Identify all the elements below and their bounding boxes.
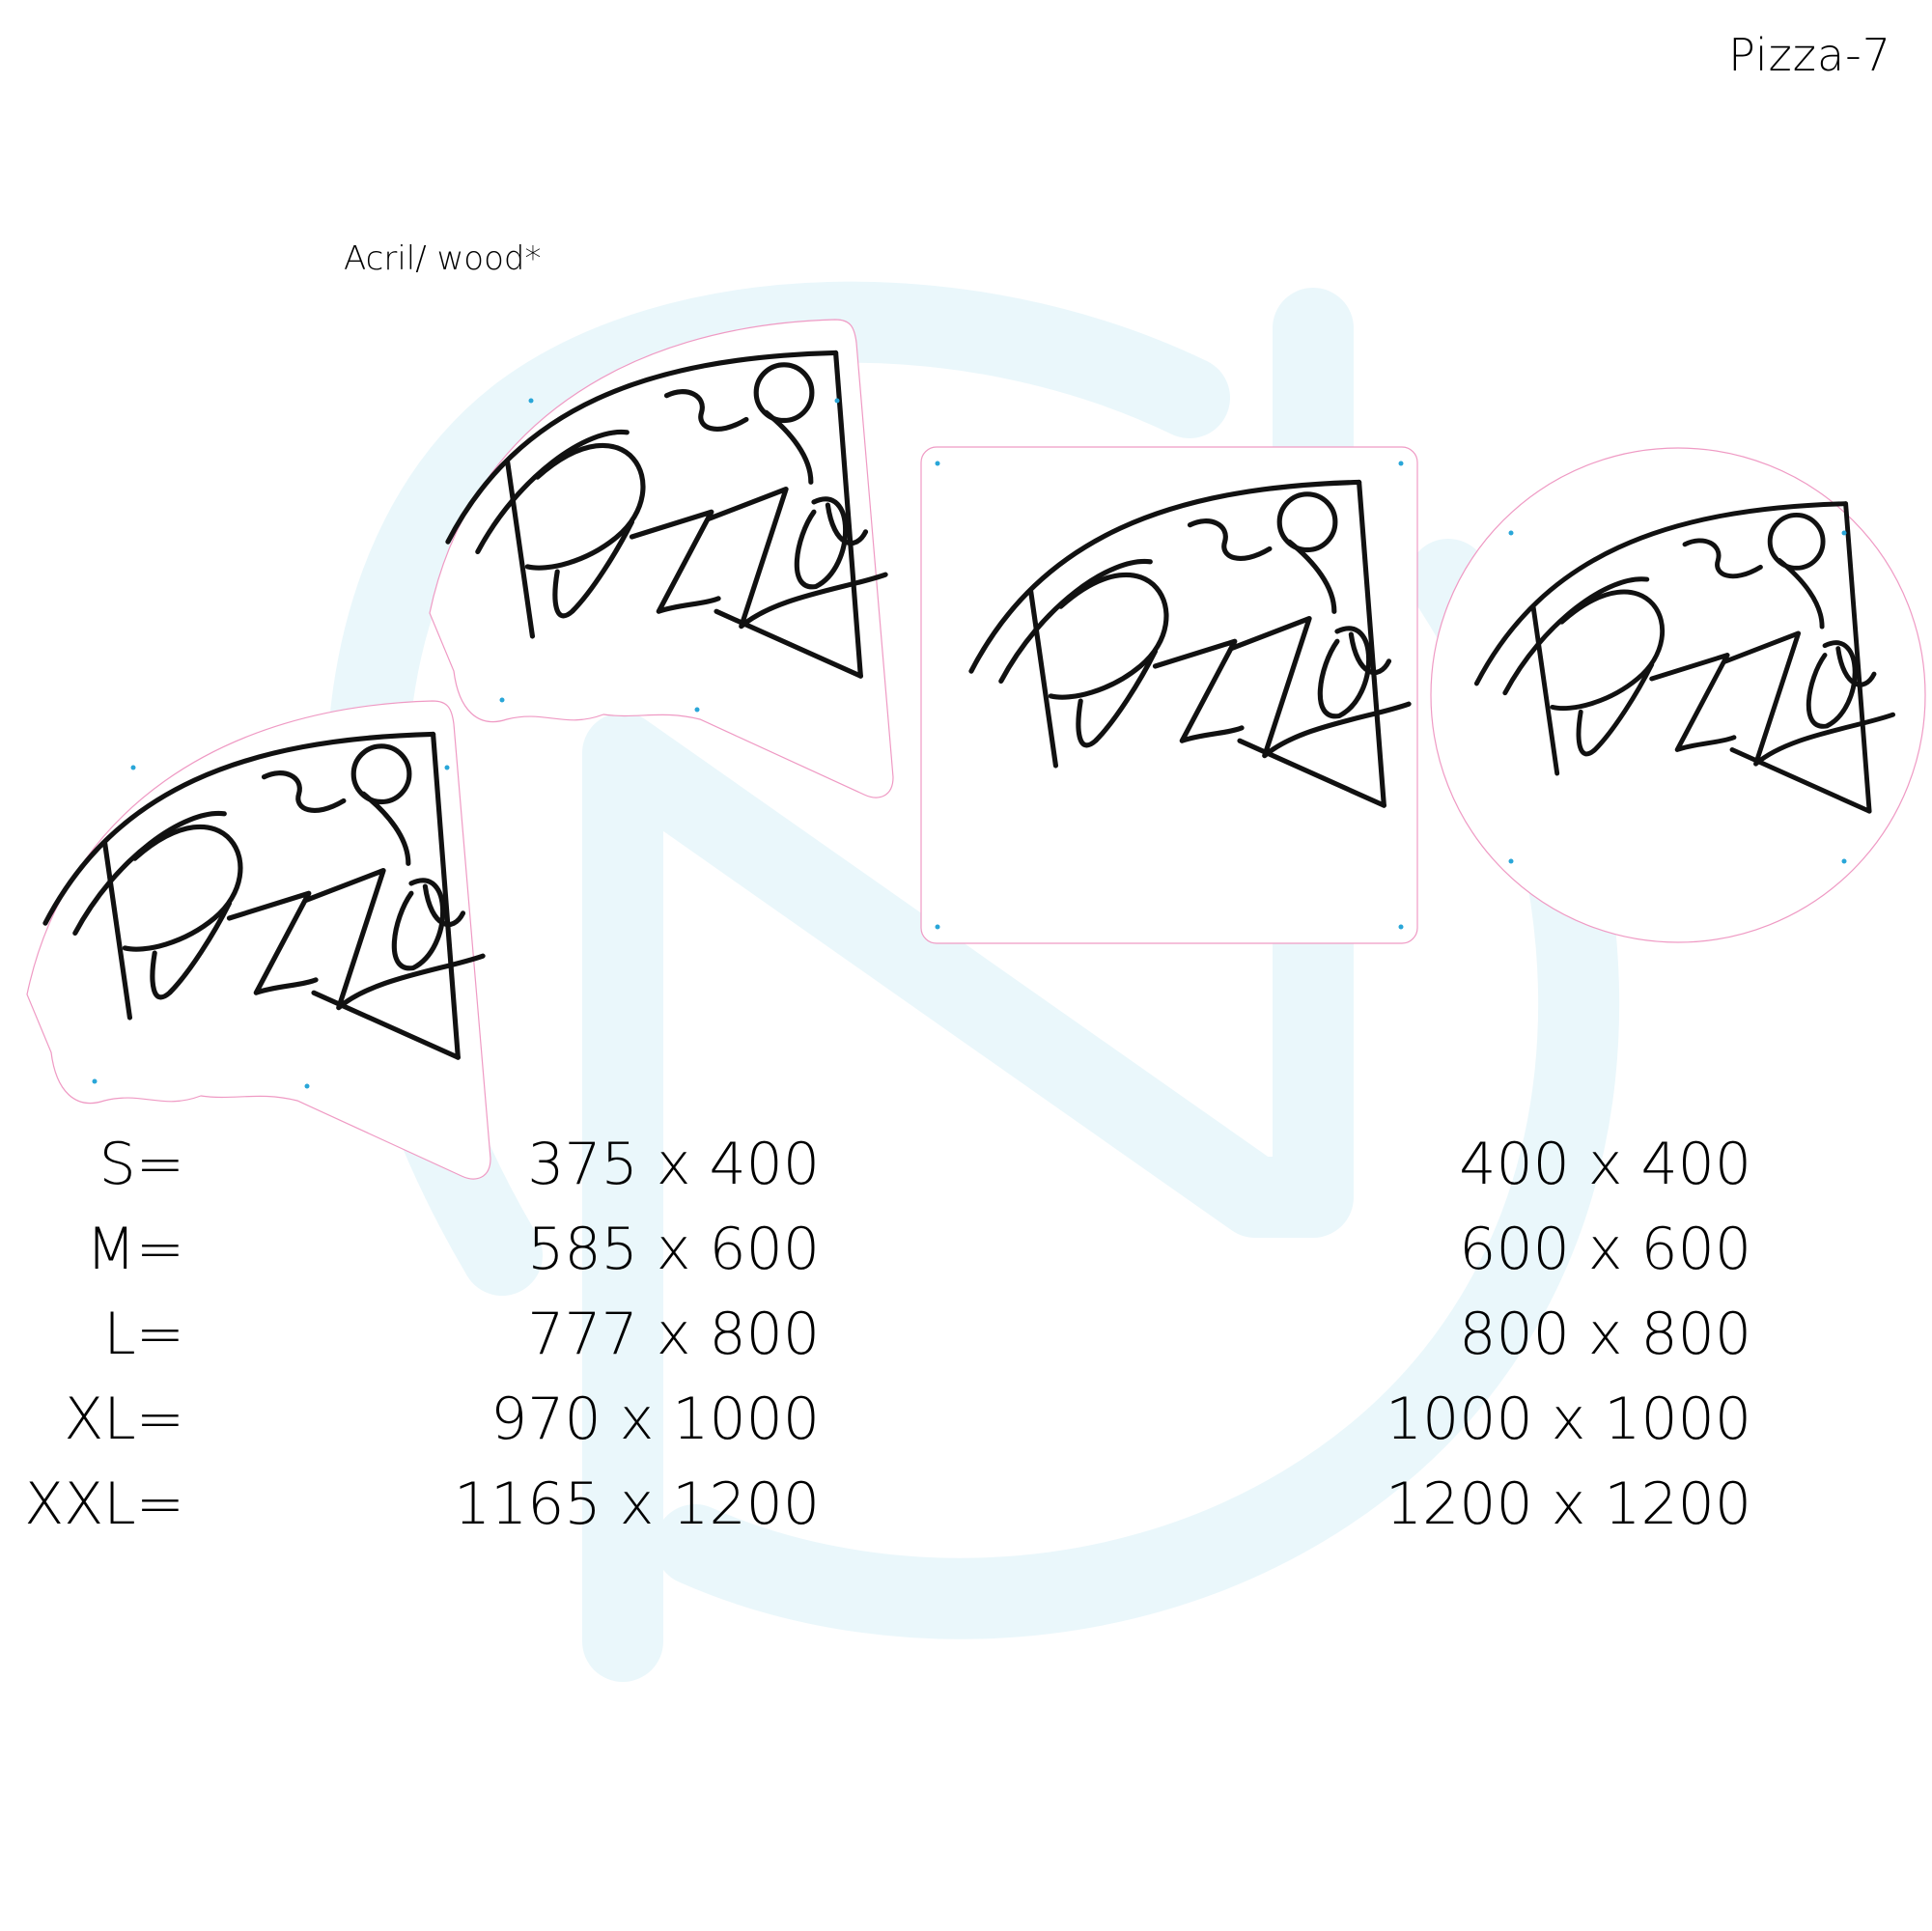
mount-hole bbox=[130, 765, 136, 770]
mount-hole bbox=[92, 1078, 98, 1084]
mount-hole bbox=[694, 707, 700, 713]
contour-size-m: 585 x 600 bbox=[527, 1216, 820, 1283]
square-round-size-s: 400 x 400 bbox=[1459, 1131, 1751, 1198]
round-cut-outline bbox=[1430, 447, 1926, 943]
square-round-size-m: 600 x 600 bbox=[1459, 1216, 1751, 1283]
square-round-size-xl: 1000 x 1000 bbox=[1385, 1385, 1751, 1453]
contour-cut-sign bbox=[8, 695, 491, 1188]
round-backing-sign bbox=[1429, 446, 1927, 944]
product-code: Pizza-7 bbox=[1728, 29, 1891, 81]
size-label-s: S= bbox=[98, 1131, 184, 1198]
contour-cut-sign-back bbox=[410, 314, 894, 806]
contour-cut-outline bbox=[26, 700, 491, 1180]
mount-hole bbox=[1508, 530, 1514, 536]
contour-size-l: 777 x 800 bbox=[527, 1301, 820, 1368]
material-note: Acril/ wood* bbox=[344, 239, 542, 278]
mount-hole bbox=[1508, 858, 1514, 864]
contour-size-xxl: 1165 x 1200 bbox=[453, 1470, 820, 1538]
mount-hole bbox=[1398, 924, 1404, 930]
contour-size-s: 375 x 400 bbox=[527, 1131, 820, 1198]
mount-hole bbox=[528, 398, 534, 404]
size-label-l: L= bbox=[103, 1301, 184, 1368]
mount-hole bbox=[1841, 530, 1847, 536]
mount-hole bbox=[935, 924, 940, 930]
size-label-xxl: XXL= bbox=[24, 1470, 184, 1538]
square-round-size-xxl: 1200 x 1200 bbox=[1385, 1470, 1751, 1538]
mount-hole bbox=[935, 461, 940, 466]
mount-hole bbox=[1398, 461, 1404, 466]
size-label-m: M= bbox=[85, 1216, 184, 1283]
square-cut-outline bbox=[920, 446, 1418, 944]
mount-hole bbox=[444, 765, 450, 770]
mount-hole bbox=[1841, 858, 1847, 864]
mount-hole bbox=[834, 398, 840, 404]
contour-size-xl: 970 x 1000 bbox=[490, 1385, 820, 1453]
mount-hole bbox=[304, 1083, 310, 1089]
square-backing-sign bbox=[920, 446, 1418, 944]
contour-cut-outline bbox=[429, 319, 894, 798]
size-label-xl: XL= bbox=[64, 1385, 184, 1453]
square-round-size-l: 800 x 800 bbox=[1459, 1301, 1751, 1368]
mount-hole bbox=[499, 697, 505, 703]
